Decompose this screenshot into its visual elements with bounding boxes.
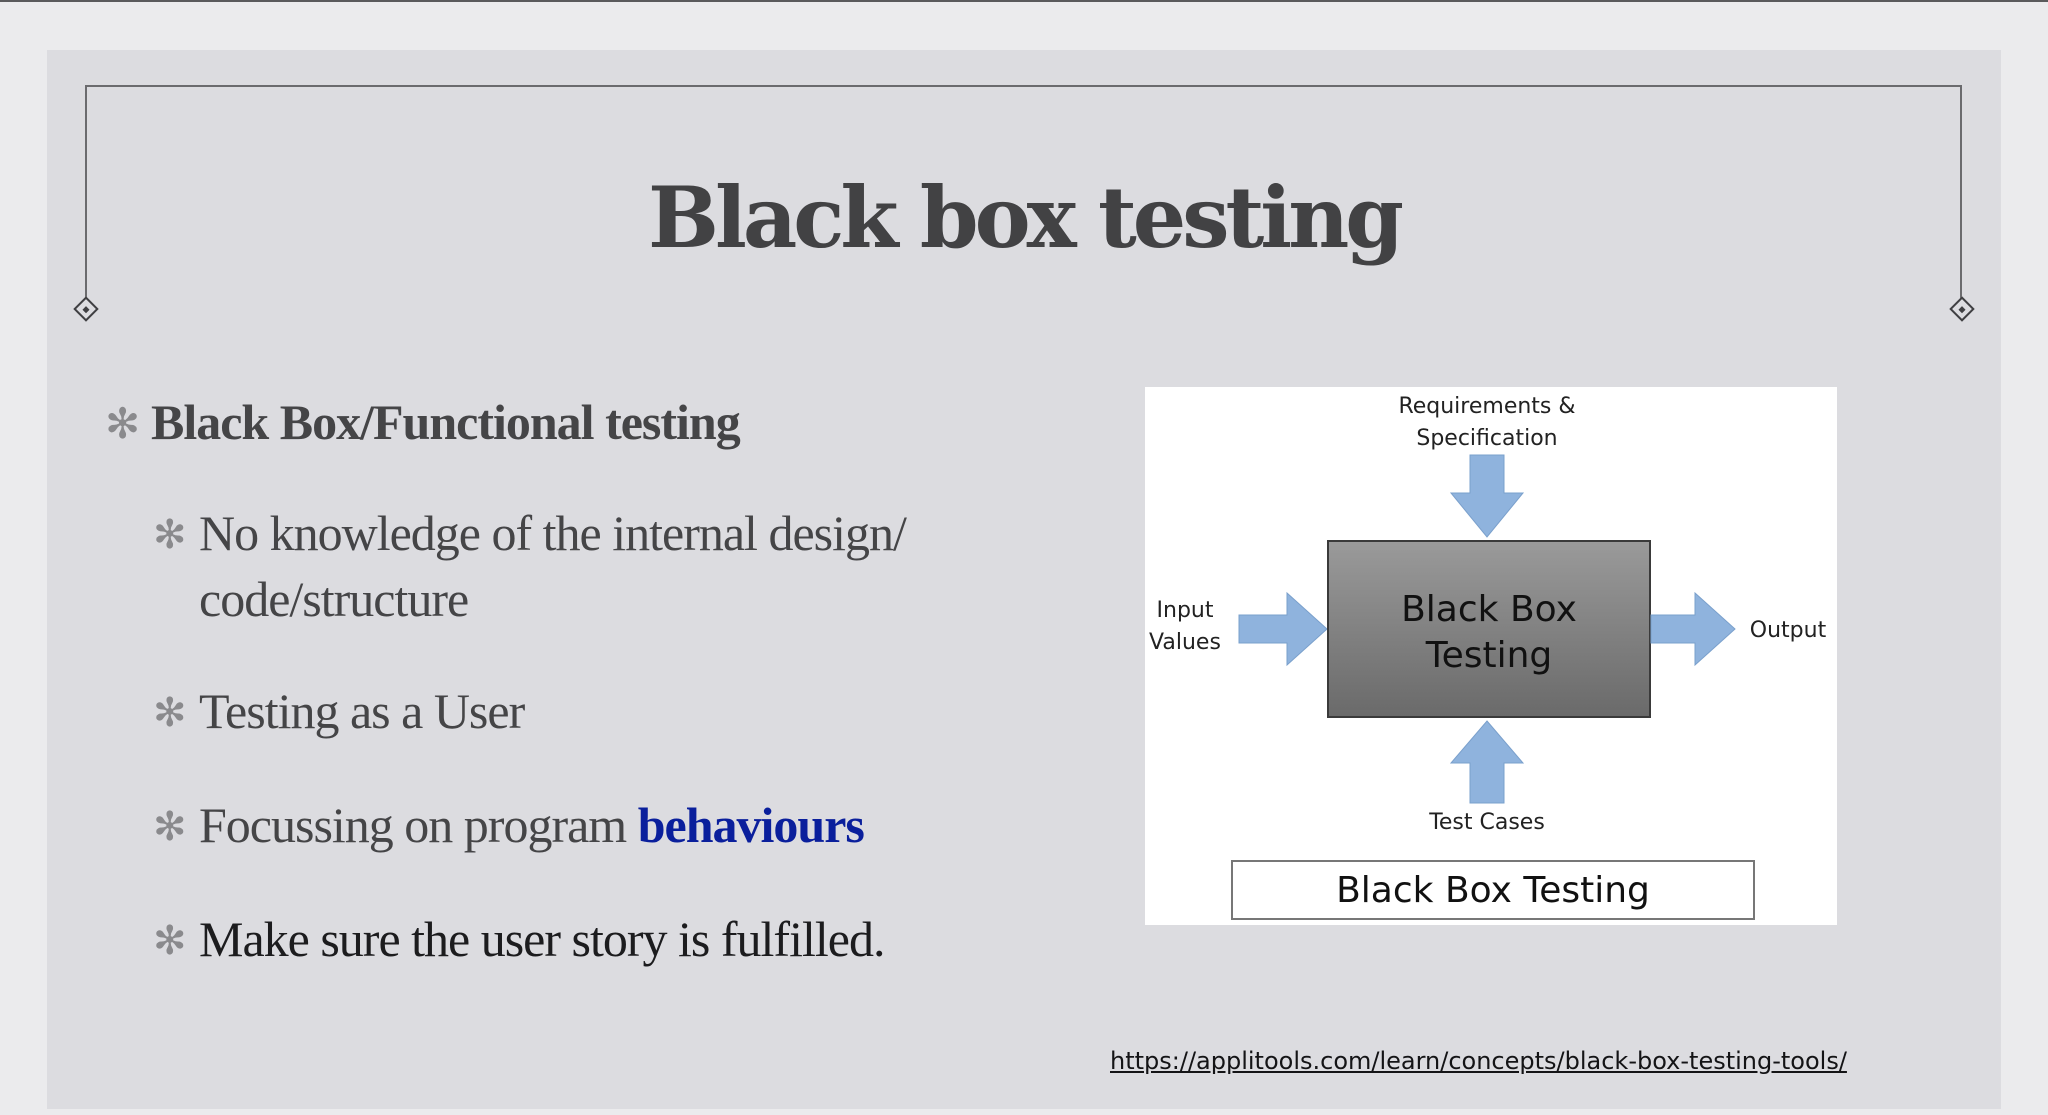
bullet-sub-user-story-text: Make sure the user story is fulfilled. — [199, 911, 885, 967]
asterisk-bullet-icon: ✻ — [153, 690, 187, 736]
source-link[interactable]: https://applitools.com/learn/concepts/bl… — [1110, 1047, 1847, 1075]
bullet-highlight-word: behaviours — [637, 797, 865, 853]
down-arrow-icon — [1449, 454, 1525, 538]
black-box-rect — [1327, 540, 1651, 718]
right-arrow-input-icon — [1238, 591, 1328, 667]
bullet-sub-knowledge-line1: No knowledge of the internal design/ — [199, 505, 907, 561]
bullet-sub-user-story: ✻ Make sure the user story is fulfilled. — [153, 906, 1065, 972]
asterisk-bullet-icon: ✻ — [153, 804, 187, 850]
svg-text:Black Box: Black Box — [1401, 589, 1577, 630]
bullet-sub-user-text: Testing as a User — [199, 683, 525, 739]
svg-text:Testing: Testing — [1425, 635, 1553, 676]
left-label: Input Values — [1149, 598, 1221, 655]
page-top-edge — [0, 0, 2048, 2]
box-label: Black Box Testing — [1401, 589, 1577, 676]
test-cases-label: Test Cases — [1428, 810, 1545, 835]
caption-text: Black Box Testing — [1336, 870, 1650, 911]
title-frame — [85, 85, 1962, 308]
bullet-sub-behaviours-text: Focussing on program — [199, 797, 638, 853]
svg-text:Specification: Specification — [1416, 426, 1557, 451]
asterisk-bullet-icon: ✻ — [153, 918, 187, 964]
up-arrow-icon — [1449, 720, 1525, 804]
asterisk-bullet-icon: ✻ — [153, 512, 187, 558]
output-label: Output — [1750, 618, 1827, 643]
caption-box — [1231, 860, 1755, 920]
svg-text:Values: Values — [1149, 630, 1221, 655]
bullet-main-text: Black Box/Functional testing — [151, 394, 741, 450]
bullet-sub-knowledge: ✻ No knowledge of the internal design/ c… — [153, 500, 1065, 632]
asterisk-bullet-icon: ✻ — [105, 399, 140, 448]
bullet-sub-user: ✻ Testing as a User — [153, 678, 1065, 744]
slide-title: Black box testing — [647, 168, 1404, 267]
right-arrow-output-icon — [1650, 591, 1736, 667]
svg-text:Requirements &: Requirements & — [1398, 394, 1575, 419]
top-label: Requirements & Specification — [1398, 394, 1575, 451]
black-box-diagram-image: Requirements & Specification Input Value… — [1145, 387, 1837, 925]
bullet-sub-knowledge-line2: code/structure — [199, 571, 469, 627]
bullet-list: ✻ Black Box/Functional testing ✻ No know… — [105, 390, 1065, 972]
bullet-sub-behaviours: ✻ Focussing on program behaviours — [153, 792, 1065, 858]
svg-text:Input: Input — [1157, 598, 1214, 623]
bullet-main: ✻ Black Box/Functional testing — [105, 390, 1065, 454]
